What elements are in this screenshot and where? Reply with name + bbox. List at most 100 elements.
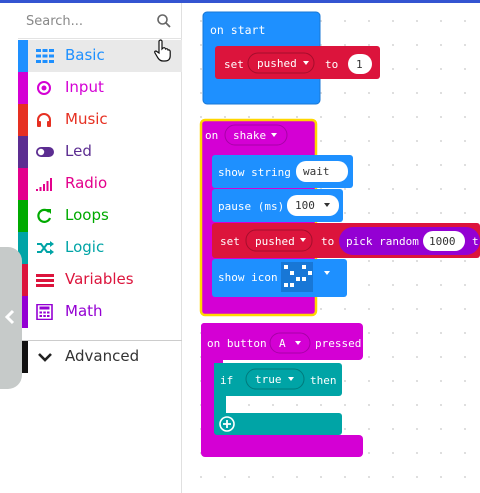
- set-keyword: set: [224, 58, 244, 71]
- category-color-strip: [18, 104, 28, 136]
- number-value: 1: [356, 58, 363, 71]
- show-string-label: show string: [218, 166, 291, 179]
- on-button-label: on button: [207, 337, 267, 350]
- category-color-strip: [18, 232, 28, 264]
- to-keyword: to: [321, 235, 334, 248]
- category-color-strip: [18, 72, 28, 104]
- pause-label: pause (ms): [218, 200, 284, 213]
- on-button-pressed-block[interactable]: on button A pressed if true then: [201, 323, 363, 457]
- show-icon-label: show icon: [218, 271, 278, 284]
- category-radio[interactable]: Radio: [18, 168, 182, 200]
- led-icon-picker[interactable]: [281, 262, 330, 292]
- category-color-strip: [18, 200, 28, 232]
- category-loops[interactable]: Loops: [18, 200, 182, 232]
- category-led[interactable]: Led: [18, 136, 182, 168]
- headphones-icon: [37, 113, 51, 127]
- pause-block[interactable]: pause (ms) 100: [212, 189, 343, 222]
- variable-dropdown[interactable]: [247, 52, 315, 74]
- button-value: A: [279, 337, 286, 350]
- grid-icon: [36, 49, 54, 63]
- number-input[interactable]: [348, 54, 372, 74]
- category-color-strip: [18, 296, 28, 328]
- pick-random-block[interactable]: pick random 1000 t: [339, 227, 480, 255]
- category-label: Basic: [65, 46, 105, 64]
- dropdown-arrow-icon: [303, 61, 309, 65]
- pressed-label: pressed: [315, 337, 361, 350]
- category-label: Math: [65, 302, 103, 320]
- category-label: Logic: [65, 238, 105, 256]
- search-box: [18, 3, 182, 39]
- category-label: Loops: [65, 206, 109, 224]
- condition-dropdown[interactable]: [245, 368, 305, 390]
- gesture-value: shake: [233, 129, 266, 142]
- set-pushed-random-block[interactable]: set pushed to pick random 1000 t: [212, 223, 480, 258]
- dropdown-arrow-icon: [271, 133, 277, 137]
- random-max-value: 1000: [429, 235, 456, 248]
- dropdown-arrow-icon: [288, 377, 294, 381]
- condition-value: true: [255, 373, 282, 386]
- variable-name: pushed: [257, 57, 297, 70]
- toolbox-collapse-handle[interactable]: [0, 247, 22, 389]
- on-shake-block[interactable]: on shake show string wait pause (ms) 100…: [199, 118, 480, 317]
- set-keyword: set: [220, 235, 240, 248]
- top-accent-bar: [0, 0, 480, 3]
- category-color-strip: [18, 341, 28, 373]
- category-label: Advanced: [65, 347, 140, 365]
- dropdown-arrow-icon: [324, 203, 330, 207]
- block-workspace[interactable]: on start set pushed to 1 on shake show s…: [183, 3, 480, 493]
- on-start-label: on start: [210, 23, 265, 37]
- category-basic[interactable]: Basic: [18, 40, 182, 72]
- list-lines-icon: [36, 274, 54, 287]
- category-label: Led: [65, 142, 92, 160]
- pick-random-label: pick random: [346, 235, 419, 248]
- category-label: Radio: [65, 174, 108, 192]
- category-logic[interactable]: Logic: [18, 232, 182, 264]
- random-max-input[interactable]: [423, 231, 465, 251]
- toggle-icon: [36, 147, 54, 157]
- signal-bars-icon: [36, 178, 52, 191]
- category-color-strip: [18, 40, 28, 72]
- toolbox-divider: [18, 340, 182, 341]
- toolbox: Basic Input Music Led Radio: [18, 3, 182, 493]
- category-color-strip: [18, 168, 28, 200]
- category-math[interactable]: Math: [18, 296, 182, 328]
- search-input[interactable]: [26, 11, 146, 31]
- chevron-down-icon: [38, 353, 52, 362]
- target-icon: [37, 81, 51, 95]
- category-color-strip: [18, 136, 28, 168]
- pause-duration-dropdown[interactable]: [287, 195, 339, 216]
- show-string-block[interactable]: show string wait: [212, 155, 353, 188]
- string-input[interactable]: [296, 161, 348, 182]
- then-keyword: then: [310, 374, 337, 387]
- hand-cursor-icon: [154, 39, 171, 62]
- category-advanced[interactable]: Advanced: [18, 341, 182, 373]
- category-music[interactable]: Music: [18, 104, 182, 136]
- on-keyword: on: [205, 129, 218, 142]
- dropdown-arrow-icon: [295, 341, 301, 345]
- dropdown-arrow-icon: [300, 238, 306, 242]
- variable-name: pushed: [255, 235, 295, 248]
- chevron-left-icon: [4, 309, 15, 325]
- gesture-dropdown[interactable]: [224, 124, 288, 146]
- button-dropdown[interactable]: [269, 332, 311, 354]
- pause-value: 100: [295, 199, 315, 212]
- search-icon[interactable]: [156, 13, 172, 29]
- blocks-canvas: on start set pushed to 1 on shake show s…: [199, 11, 480, 457]
- calculator-icon: [36, 304, 53, 320]
- refresh-icon: [37, 208, 52, 223]
- shuffle-icon: [37, 241, 54, 255]
- add-else-plus-icon[interactable]: [219, 416, 235, 432]
- variable-dropdown[interactable]: [245, 229, 313, 252]
- category-input[interactable]: Input: [18, 72, 182, 104]
- category-variables[interactable]: Variables: [18, 264, 182, 296]
- random-clipped-text: t: [472, 235, 479, 248]
- show-icon-block[interactable]: show icon: [212, 259, 347, 297]
- set-pushed-block[interactable]: set pushed to 1: [215, 46, 380, 79]
- if-keyword: if: [220, 374, 233, 387]
- category-label: Input: [65, 78, 104, 96]
- category-color-strip: [18, 264, 28, 296]
- dropdown-arrow-icon: [324, 271, 330, 275]
- on-start-block[interactable]: on start set pushed to 1: [202, 11, 380, 105]
- if-then-block[interactable]: if true then: [214, 363, 342, 435]
- string-value: wait: [303, 165, 330, 178]
